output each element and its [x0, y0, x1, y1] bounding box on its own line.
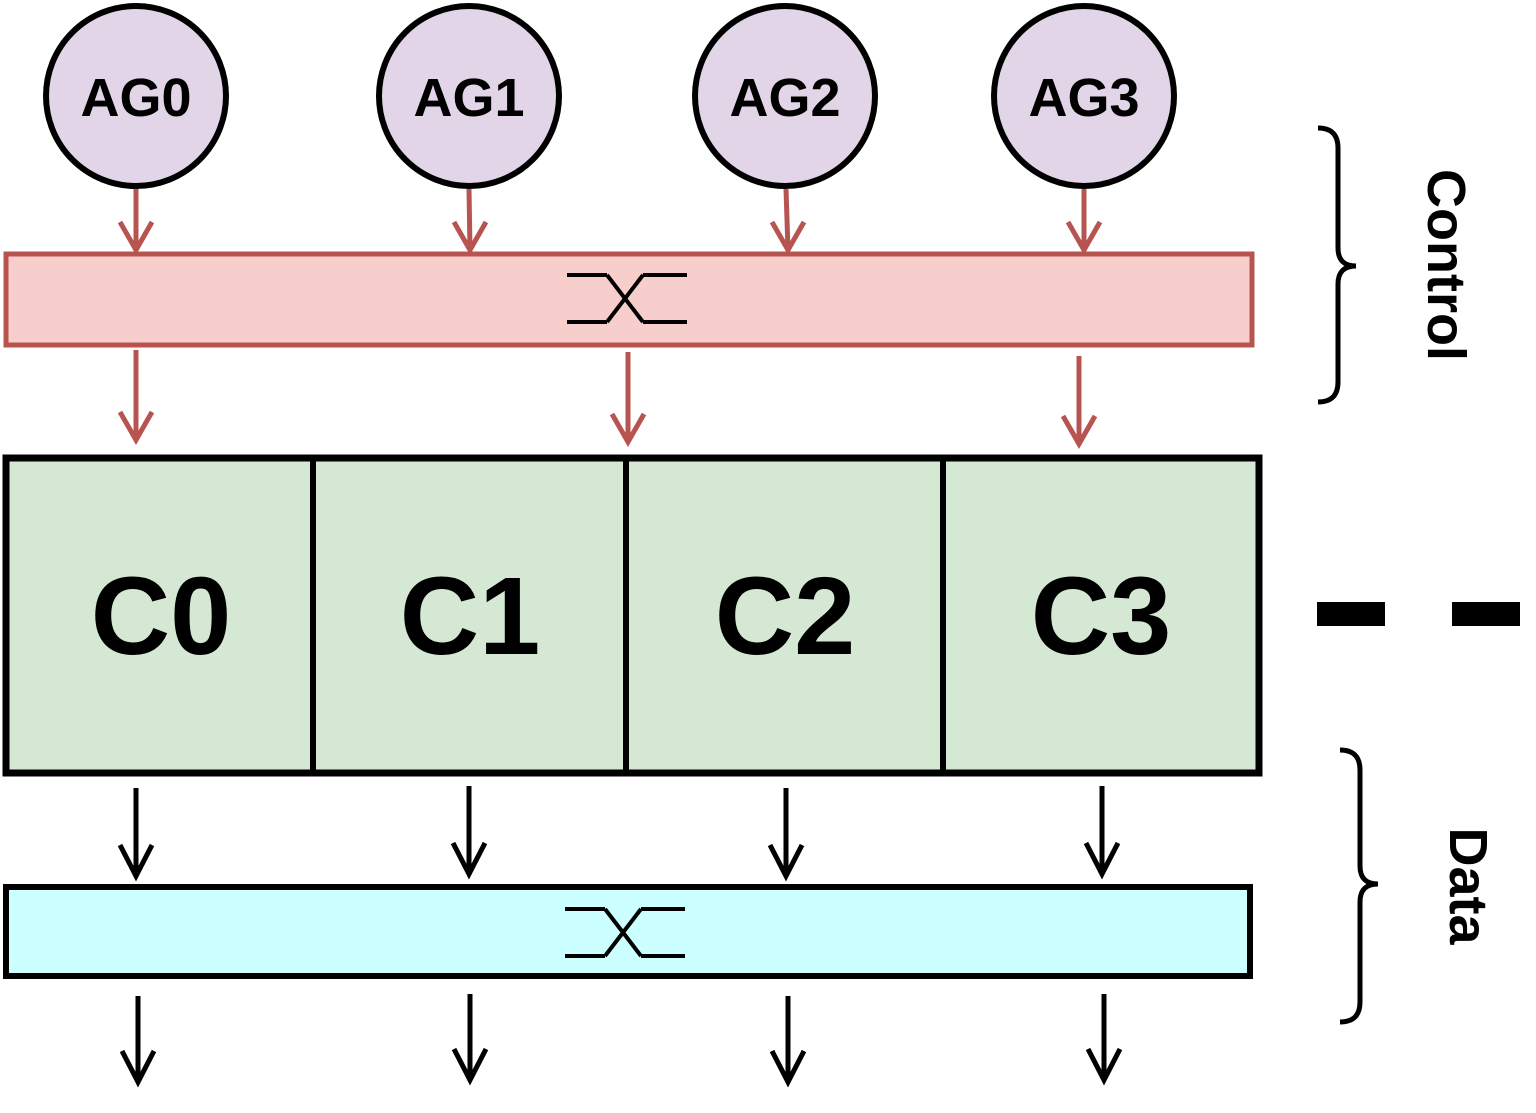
arrow-out-0: [119, 996, 157, 1088]
core-array: C0 C1 C2 C3: [2, 454, 1263, 777]
core-to-data-arrows: [117, 786, 1121, 882]
agent-ag3: AG3: [991, 3, 1177, 189]
arrow-ag2-control: [769, 188, 807, 256]
arrow-control-c1: [609, 352, 647, 448]
arrow-ag0-control: [117, 189, 155, 256]
ellipsis-dashes: [1317, 602, 1520, 626]
arrow-ag1-control: [451, 188, 489, 256]
control-to-core-arrows: [117, 350, 1098, 450]
core-label-c1: C1: [400, 555, 541, 678]
control-network-bar: [3, 251, 1255, 348]
agent-label: AG2: [729, 68, 840, 128]
data-network-bar: [3, 884, 1253, 979]
core-label-c2: C2: [715, 555, 856, 678]
control-brace: [1317, 125, 1357, 405]
arrow-control-c3: [1060, 356, 1098, 450]
arrow-out-2: [769, 996, 807, 1088]
arrow-ag3-control: [1065, 189, 1103, 256]
arrow-c2-data: [767, 788, 805, 882]
arrow-control-c0: [117, 350, 155, 446]
data-label: Data: [1438, 827, 1498, 945]
core-label-c3: C3: [1031, 555, 1172, 678]
arrow-c0-data: [117, 788, 155, 882]
arrow-c3-data: [1083, 786, 1121, 880]
data-brace: [1339, 747, 1379, 1025]
arrow-c1-data: [450, 786, 488, 880]
arrow-out-3: [1085, 994, 1123, 1086]
core-label-c0: C0: [91, 555, 232, 678]
agent-label: AG0: [80, 68, 191, 128]
crossbar-switch-icon: [567, 273, 687, 324]
crossbar-switch-icon: [565, 907, 685, 958]
agent-label: AG1: [413, 68, 524, 128]
agent-ag2: AG2: [692, 3, 878, 189]
agent-ag1: AG1: [376, 3, 562, 189]
arrow-out-1: [451, 994, 489, 1086]
control-label: Control: [1416, 169, 1476, 361]
agent-to-control-arrows: [117, 188, 1103, 256]
agent-label: AG3: [1028, 68, 1139, 128]
output-arrows: [119, 994, 1123, 1088]
agent-ag0: AG0: [43, 3, 229, 189]
